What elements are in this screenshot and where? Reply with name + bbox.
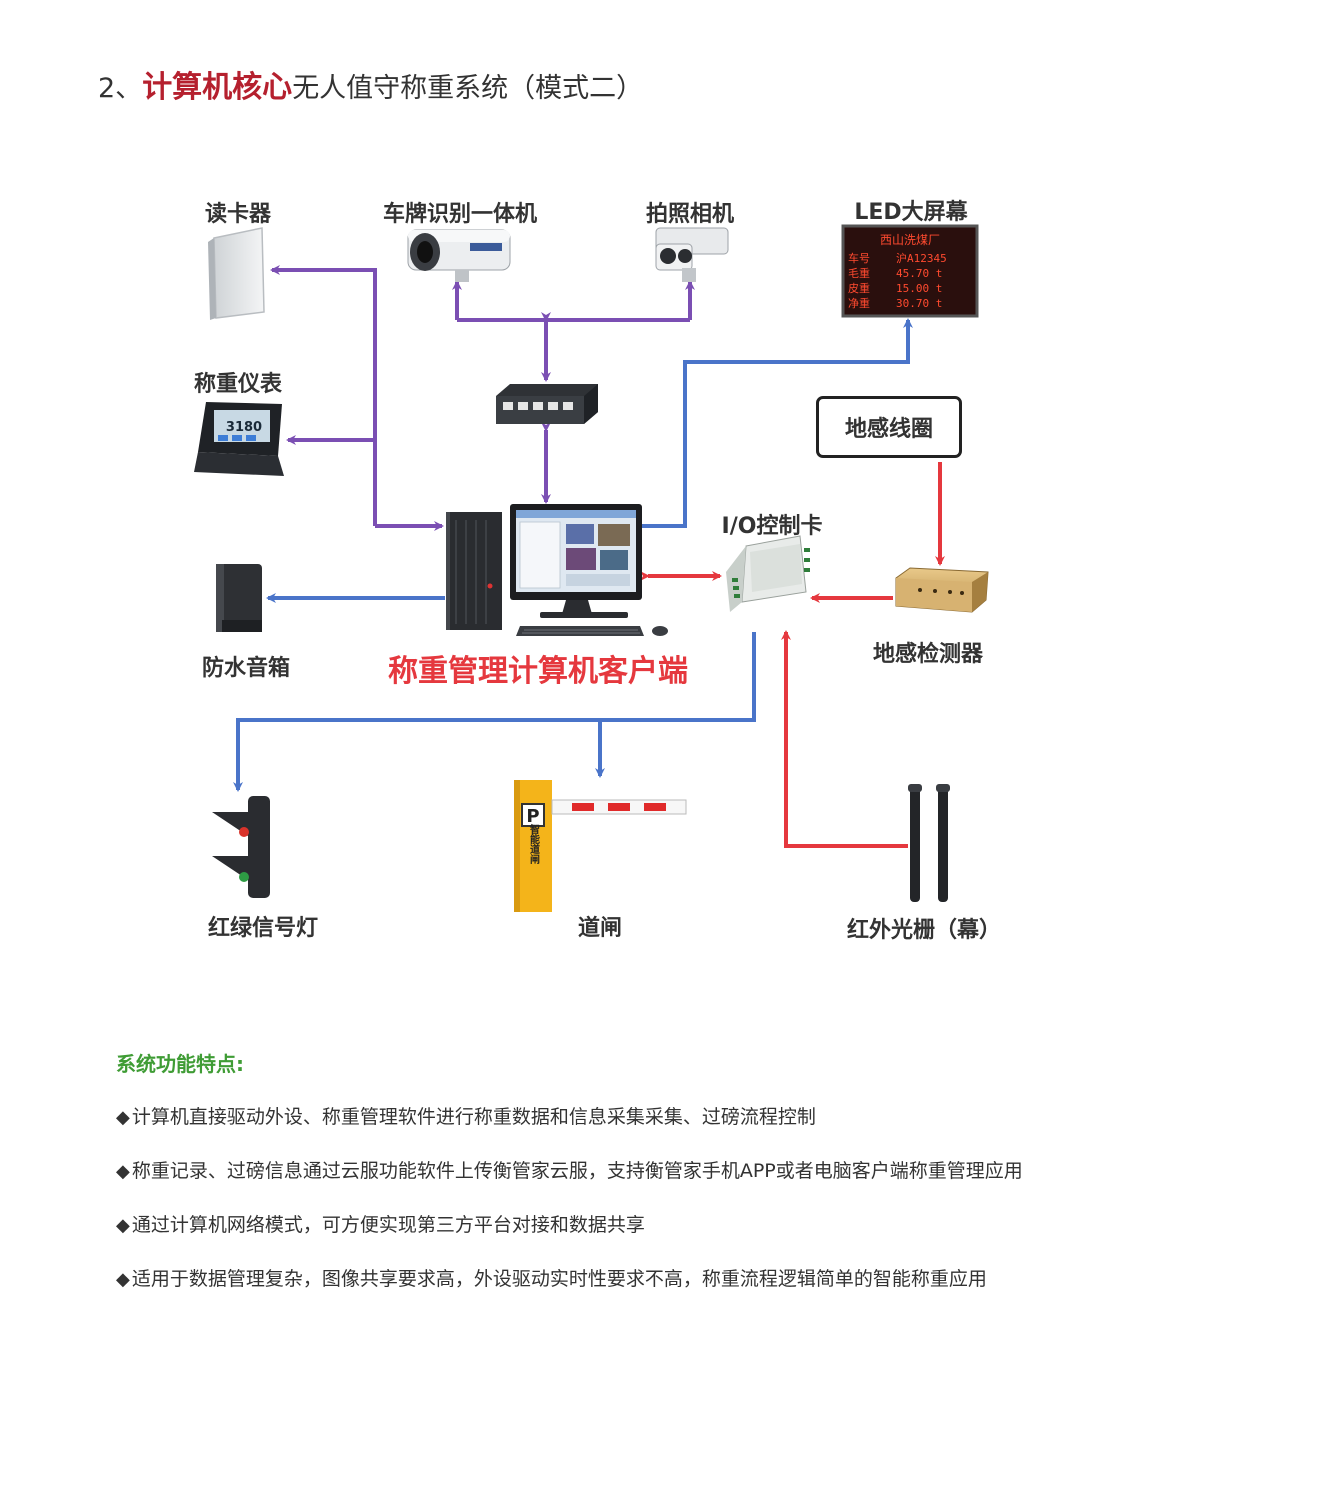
label-loop-detector: 地感检测器: [872, 642, 984, 667]
line-grating-io: [781, 630, 908, 848]
card-reader-icon: [208, 227, 265, 320]
feature-item: ◆计算机直接驱动外设、称重管理软件进行称重数据和信息采集采集、过磅流程控制: [116, 1102, 816, 1129]
line-to-traffic-light: [233, 632, 756, 792]
label-weighing-indicator: 称重仪表: [193, 372, 283, 397]
feature-item: ◆适用于数据管理复杂，图像共享要求高，外设驱动实时性要求不高，称重流程逻辑简单的…: [116, 1264, 987, 1291]
feature-text: 称重记录、过磅信息通过云服功能软件上传衡管家云服，支持衡管家手机APP或者电脑客…: [131, 1160, 1023, 1182]
photo-camera-icon: [655, 227, 729, 282]
speaker-icon: [216, 564, 262, 632]
led-row-value: 30.70 t: [896, 297, 942, 310]
barrier-gate-icon: P 智能道闸: [514, 780, 687, 912]
label-led-screen: LED大屏幕: [854, 200, 968, 225]
plate-camera-icon: [407, 229, 511, 282]
features-title: 系统功能特点:: [116, 1052, 244, 1076]
title-accent: 计算机核心: [142, 70, 293, 105]
feature-item: ◆通过计算机网络模式，可方便实现第三方平台对接和数据共享: [116, 1210, 645, 1237]
feature-bullet: ◆: [116, 1107, 130, 1128]
gate-logo: P: [526, 806, 539, 827]
line-to-card-reader: [270, 265, 377, 526]
label-infrared-grating: 红外光栅（幕）: [846, 918, 1002, 943]
label-card-reader: 读卡器: [204, 202, 272, 227]
feature-bullet: ◆: [116, 1269, 130, 1290]
led-company: 西山洗煤厂: [880, 233, 940, 247]
led-row-key: 毛重: [848, 266, 870, 280]
loop-detector-icon: [895, 567, 989, 613]
led-row-key: 车号: [848, 251, 870, 265]
label-photo-camera: 拍照相机: [645, 202, 735, 227]
label-io-card: I/O控制卡: [721, 514, 823, 539]
feature-text: 通过计算机网络模式，可方便实现第三方平台对接和数据共享: [131, 1214, 645, 1236]
io-card-icon: [726, 535, 810, 612]
keyboard-icon: [516, 626, 644, 636]
title-rest: 无人值守称重系统（模式二）: [292, 73, 644, 104]
feature-bullet: ◆: [116, 1161, 130, 1182]
title-prefix: 2、: [98, 73, 143, 104]
line-to-led: [640, 318, 913, 528]
blue-connections: [233, 318, 913, 792]
gate-vertical-text: 智能道闸: [528, 823, 540, 865]
infrared-grating-icon: [908, 784, 950, 902]
indicator-display: 3180: [226, 420, 262, 435]
led-row-value: 沪A12345: [896, 251, 947, 265]
label-client: 称重管理计算机客户端: [388, 654, 688, 689]
feature-text: 适用于数据管理复杂，图像共享要求高，外设驱动实时性要求不高，称重流程逻辑简单的智…: [131, 1268, 987, 1290]
traffic-light-icon: [212, 796, 270, 898]
weighing-indicator-icon: 3180: [194, 402, 284, 476]
red-connections: [640, 462, 945, 848]
network-switch-icon: [496, 384, 598, 424]
computer-tower-icon: [446, 512, 502, 630]
mouse-icon: [652, 626, 668, 636]
led-screen-icon: 西山洗煤厂 车号 沪A12345 毛重 45.70 t 皮重 15.00 t 净重 30.70…: [841, 224, 979, 318]
feature-bullet: ◆: [116, 1215, 130, 1236]
led-rows: 车号 沪A12345 毛重 45.70 t 皮重 15.00 t 净重 30.70 t: [848, 251, 947, 310]
feature-item: ◆称重记录、过磅信息通过云服功能软件上传衡管家云服，支持衡管家手机APP或者电脑…: [116, 1156, 1023, 1183]
label-traffic-light: 红绿信号灯: [207, 916, 319, 941]
label-barrier-gate: 道闸: [577, 916, 623, 941]
page-title: 2、计算机核心无人值守称重系统（模式二）: [98, 62, 643, 106]
purple-connections: [270, 265, 695, 531]
feature-text: 计算机直接驱动外设、称重管理软件进行称重数据和信息采集采集、过磅流程控制: [131, 1106, 816, 1128]
label-plate-camera: 车牌识别一体机: [382, 202, 538, 227]
led-row-key: 净重: [848, 296, 870, 310]
led-row-value: 15.00 t: [896, 282, 942, 295]
computer-monitor-icon: [510, 504, 642, 618]
label-loop-coil: 地感线圈: [816, 396, 962, 458]
system-diagram: 西山洗煤厂 车号 沪A12345 毛重 45.70 t 皮重 15.00 t 净重 30.70…: [194, 224, 989, 912]
led-row-key: 皮重: [848, 281, 870, 295]
led-row-value: 45.70 t: [896, 267, 942, 280]
label-speaker: 防水音箱: [201, 656, 291, 681]
